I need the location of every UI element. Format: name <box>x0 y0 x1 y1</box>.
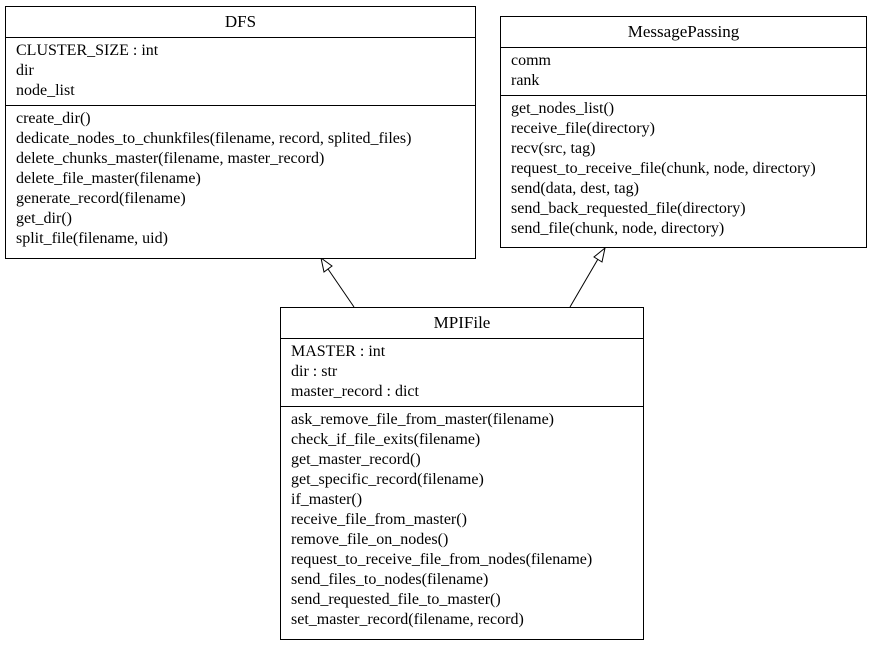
method: get_dir() <box>16 210 72 227</box>
methods-compartment: ask_remove_file_from_master(filename) ch… <box>281 406 643 634</box>
method: delete_file_master(filename) <box>16 170 201 187</box>
method: split_file(filename, uid) <box>16 230 168 247</box>
method: send_file(chunk, node, directory) <box>511 220 725 237</box>
method: send_files_to_nodes(filename) <box>291 571 489 588</box>
attributes-compartment: MASTER : int dir : str master_record : d… <box>281 339 643 406</box>
edge-mpifile-to-messagepassing <box>569 258 599 308</box>
class-name: DFS <box>6 7 475 38</box>
attributes-compartment: comm rank <box>501 48 866 95</box>
method: create_dir() <box>16 110 91 127</box>
method: check_if_file_exits(filename) <box>291 431 481 448</box>
attribute: master_record : dict <box>291 383 419 400</box>
methods-compartment: get_nodes_list() receive_file(directory)… <box>501 95 866 243</box>
attributes-compartment: CLUSTER_SIZE : int dir node_list <box>6 38 475 105</box>
attribute: comm <box>511 52 551 69</box>
method: request_to_receive_file_from_nodes(filen… <box>291 551 593 568</box>
method: send_back_requested_file(directory) <box>511 200 746 217</box>
method: generate_record(filename) <box>16 190 186 207</box>
method: get_master_record() <box>291 451 421 468</box>
method: send(data, dest, tag) <box>511 180 639 197</box>
method: dedicate_nodes_to_chunkfiles(filename, r… <box>16 130 412 147</box>
method: if_master() <box>291 491 363 508</box>
attribute: dir <box>16 62 34 79</box>
method: send_requested_file_to_master() <box>291 591 501 608</box>
attribute: MASTER : int <box>291 343 386 360</box>
method: set_master_record(filename, record) <box>291 611 524 628</box>
attribute: rank <box>511 72 540 89</box>
edge-mpifile-to-dfs <box>327 268 355 308</box>
method: receive_file(directory) <box>511 120 655 137</box>
method: get_nodes_list() <box>511 100 615 117</box>
attribute: dir : str <box>291 363 338 380</box>
method: receive_file_from_master() <box>291 511 467 528</box>
method: remove_file_on_nodes() <box>291 531 449 548</box>
class-dfs[interactable]: DFS CLUSTER_SIZE : int dir node_list cre… <box>5 6 476 259</box>
method: request_to_receive_file(chunk, node, dir… <box>511 160 816 177</box>
attribute: CLUSTER_SIZE : int <box>16 42 159 59</box>
class-messagepassing[interactable]: MessagePassing comm rank get_nodes_list(… <box>500 16 867 248</box>
methods-compartment: create_dir() dedicate_nodes_to_chunkfile… <box>6 105 475 253</box>
class-name: MessagePassing <box>501 17 866 48</box>
method: recv(src, tag) <box>511 140 596 157</box>
attribute: node_list <box>16 82 75 99</box>
class-mpifile[interactable]: MPIFile MASTER : int dir : str master_re… <box>280 307 644 640</box>
method: get_specific_record(filename) <box>291 471 484 488</box>
method: delete_chunks_master(filename, master_re… <box>16 150 325 167</box>
method: ask_remove_file_from_master(filename) <box>291 411 554 428</box>
class-name: MPIFile <box>281 308 643 339</box>
inheritance-arrowhead-dfs <box>320 256 333 273</box>
inheritance-arrowhead-messagepassing <box>593 246 606 263</box>
